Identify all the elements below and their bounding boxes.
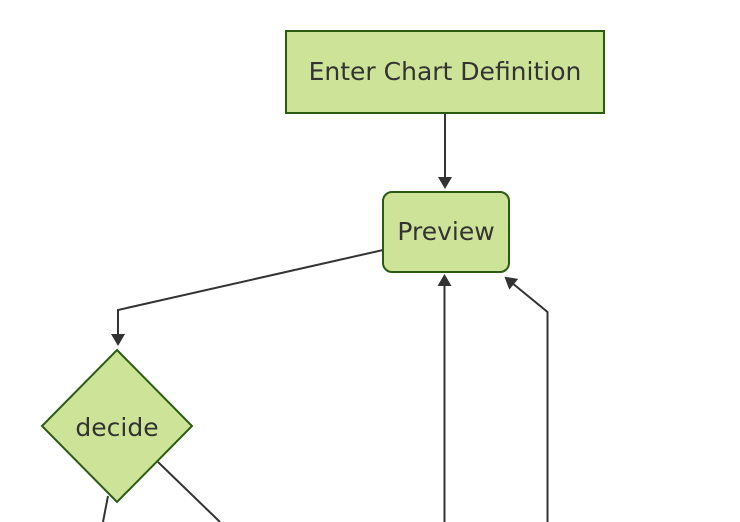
node-enter-chart-definition-label: Enter Chart Definition (308, 57, 582, 86)
edge-preview-to-decide (111, 249, 384, 346)
edge-bottom-right-to-preview (504, 276, 549, 522)
node-enter-chart-definition: Enter Chart Definition (285, 30, 605, 114)
edge-decide-out-left (102, 495, 109, 522)
edge-decide-out-right (157, 461, 221, 522)
node-decide-label: decide (75, 412, 159, 442)
node-decide-shape (40, 348, 194, 504)
node-preview-label: Preview (397, 217, 495, 246)
node-preview: Preview (382, 191, 510, 273)
node-decide: decide (42, 412, 192, 442)
